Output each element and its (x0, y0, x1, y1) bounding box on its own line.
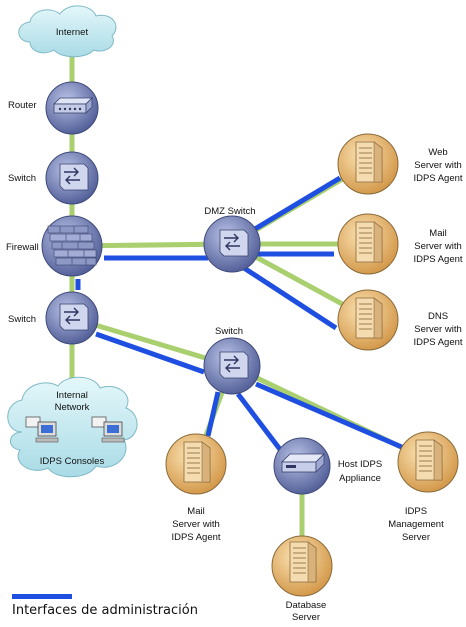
idps-management-node: IDPS Management Server (388, 431, 459, 543)
web-server-label-2: Server with (414, 160, 462, 171)
internal-network-cloud: Internal Network IDPS Consoles (7, 376, 138, 478)
switch-icon (59, 163, 89, 191)
legend-label: Interfaces de administración (12, 603, 198, 618)
database-server-label-1: Database (286, 600, 327, 611)
mgmt-link-switch-mgmt (95, 331, 205, 375)
firewall-label: Firewall (6, 242, 39, 253)
mail-server-dmz-label-2: Server with (414, 241, 462, 252)
dns-server-label-3: IDPS Agent (413, 337, 462, 348)
switch-icon (219, 229, 249, 257)
internet-label: Internet (56, 27, 89, 38)
mgmt-link-mgmt-host (236, 392, 284, 454)
internet-cloud: Internet (18, 5, 117, 58)
mgmt-link-mgmt-idps (255, 381, 405, 451)
switch-icon (59, 303, 89, 331)
server-icon (355, 221, 383, 263)
mail-server-internal-label-2: Server with (172, 519, 220, 530)
switch-internal-label: Switch (8, 314, 36, 325)
dns-server-label-2: Server with (414, 324, 462, 335)
internal-network-label-line2: Network (55, 402, 90, 413)
server-icon (289, 541, 317, 583)
console-icon (91, 416, 125, 443)
switch-mgmt-node: Switch (203, 326, 261, 395)
mail-server-dmz-label-3: IDPS Agent (413, 254, 462, 265)
firewall-icon (47, 225, 97, 266)
appliance-icon (281, 453, 325, 473)
mgmt-link-dmz-web (248, 175, 342, 235)
server-icon (355, 297, 383, 339)
mail-server-internal-label-1: Mail (187, 506, 204, 517)
switch-top-node: Switch (8, 151, 99, 205)
server-icon (355, 141, 383, 183)
router-node: Router (8, 81, 99, 135)
mail-server-internal-node: Mail Server with IDPS Agent (165, 433, 227, 543)
idps-management-label-1: IDPS (405, 506, 427, 517)
database-server-label-2: Server (292, 612, 320, 622)
firewall-node: Firewall (6, 215, 103, 277)
mail-server-dmz-node: Mail Server with IDPS Agent (337, 213, 463, 275)
switch-internal-node: Switch (8, 291, 99, 345)
management-links (75, 175, 405, 454)
router-label: Router (8, 100, 37, 111)
dmz-switch-node: DMZ Switch (203, 206, 261, 273)
mgmt-link-dmz-dns (242, 265, 338, 331)
switch-top-label: Switch (8, 173, 36, 184)
switch-icon (219, 351, 249, 379)
host-idps-label-1: Host IDPS (338, 459, 382, 470)
idps-consoles-label: IDPS Consoles (40, 456, 105, 467)
host-idps-node: Host IDPS Appliance (273, 437, 382, 495)
mail-server-dmz-label-1: Mail (429, 228, 446, 239)
mail-server-internal-label-3: IDPS Agent (171, 532, 220, 543)
cloud-icon (18, 5, 117, 58)
web-server-node: Web Server with IDPS Agent (337, 133, 463, 195)
idps-management-label-2: Management (388, 519, 444, 530)
web-server-label-3: IDPS Agent (413, 173, 462, 184)
router-icon (53, 97, 93, 114)
dns-server-node: DNS Server with IDPS Agent (337, 289, 463, 351)
web-server-label-1: Web (428, 147, 447, 158)
switch-mgmt-label: Switch (215, 326, 243, 337)
internal-network-label-line1: Internal (56, 390, 88, 401)
legend: Interfaces de administración (12, 594, 198, 618)
server-icon (415, 439, 443, 481)
dmz-switch-label: DMZ Switch (204, 206, 255, 217)
dns-server-label-1: DNS (428, 311, 448, 322)
server-icon (183, 441, 211, 483)
mgmt-link-mgmt-mail (205, 391, 221, 437)
cloud-icon (7, 376, 138, 478)
database-server-node: Database Server (271, 535, 333, 623)
legend-swatch (12, 594, 72, 599)
console-icon (25, 416, 59, 443)
idps-management-label-3: Server (402, 532, 430, 543)
host-idps-label-2: Appliance (339, 473, 381, 484)
